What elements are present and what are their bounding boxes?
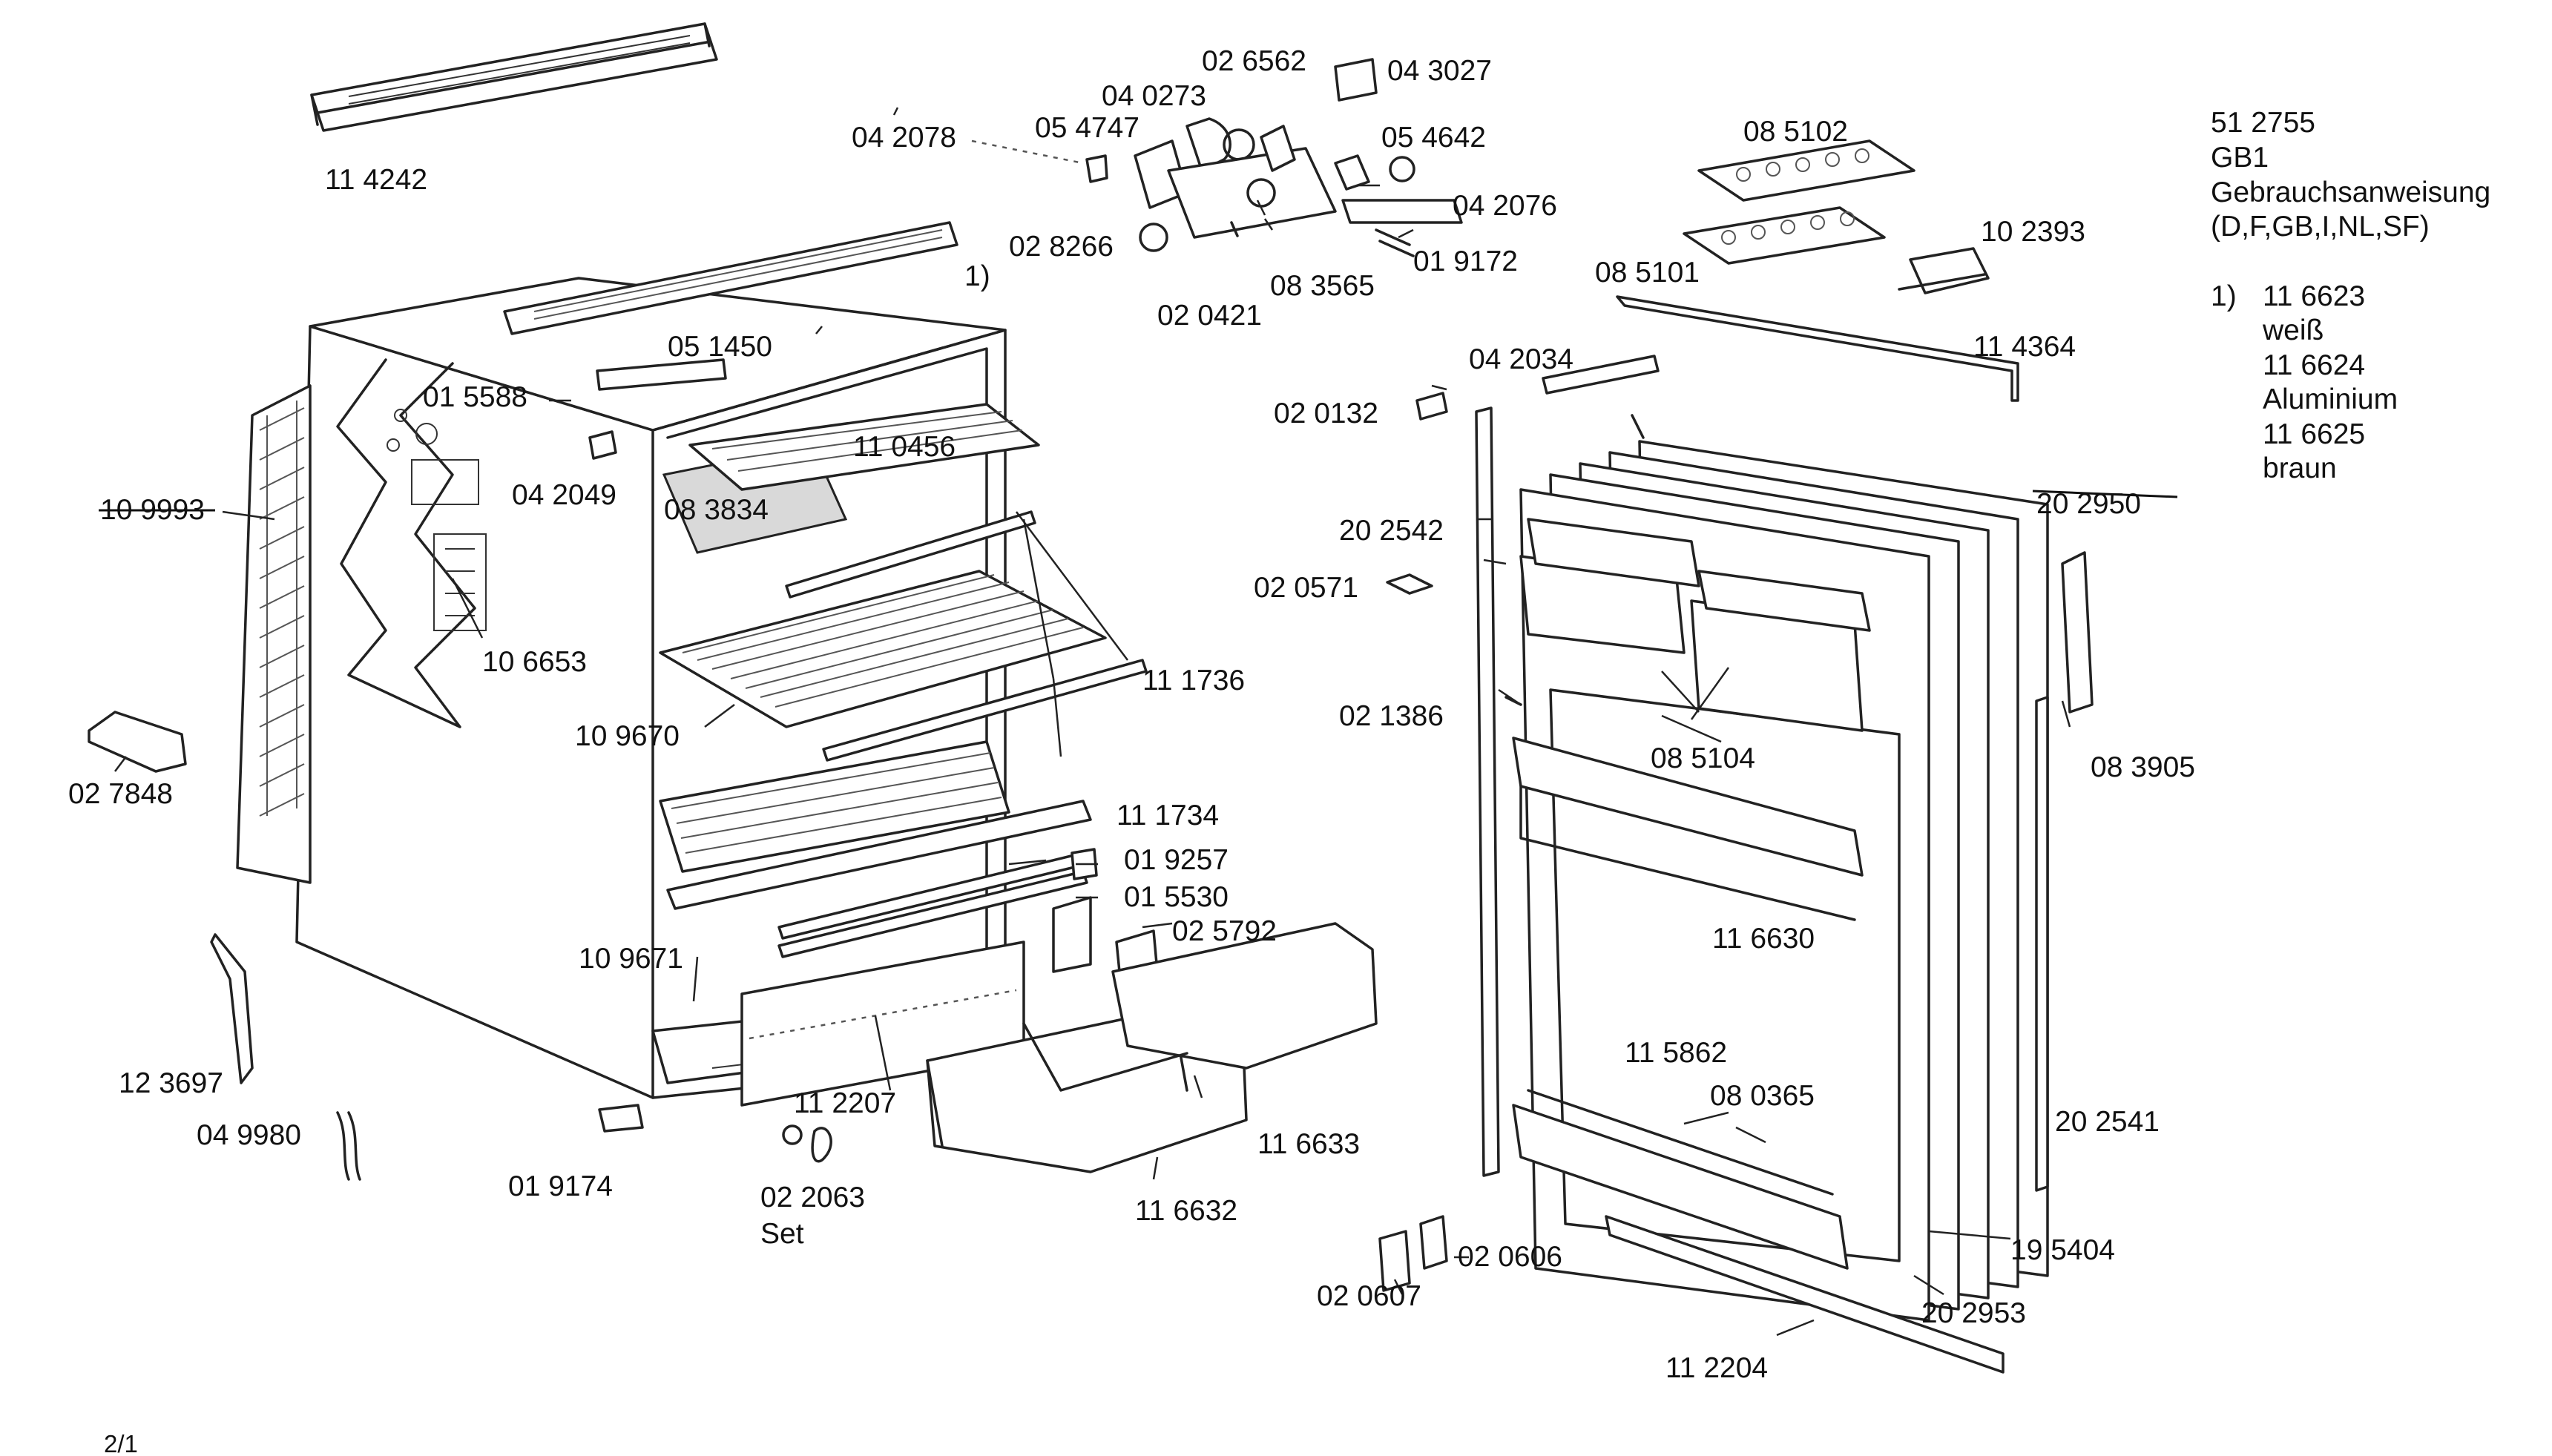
info-variant-color-1: weiß: [2262, 314, 2324, 346]
label-08-3905: 08 3905: [2091, 751, 2195, 783]
info-note-marker: 1): [2211, 280, 2237, 312]
label-02-7848: 02 7848: [68, 778, 173, 810]
label-note-1: 1): [964, 260, 990, 292]
label-05-4747: 05 4747: [1035, 112, 1139, 144]
thermostat-assembly-drawing: [971, 58, 1463, 257]
info-variant-code-3: 11 6625: [2263, 418, 2365, 450]
label-02-8266: 02 8266: [1009, 231, 1114, 263]
door-small-parts-drawing: [1378, 392, 1522, 1292]
info-manual: Gebrauchsanweisung: [2211, 177, 2490, 208]
label-11-6632: 11 6632: [1135, 1195, 1237, 1227]
label-01-9174: 01 9174: [508, 1170, 613, 1202]
label-02-0606: 02 0606: [1458, 1241, 1562, 1273]
label-10-9670: 10 9670: [575, 720, 680, 752]
label-20-2542: 20 2542: [1339, 515, 1444, 547]
label-08-5101: 08 5101: [1595, 257, 1700, 289]
label-12-3697: 12 3697: [119, 1067, 223, 1099]
label-02-0421: 02 0421: [1157, 300, 1262, 332]
label-19-5404: 19 5404: [2010, 1234, 2115, 1266]
label-11-0456: 11 0456: [853, 431, 956, 463]
door-accessories-drawing: [1542, 139, 2019, 439]
door-body-drawing: [1475, 406, 2094, 1374]
label-11-5862: 11 5862: [1625, 1037, 1727, 1069]
crisper-drawers-drawing: [926, 922, 1378, 1173]
strike-20-2950: [2032, 490, 2178, 498]
label-04-2049: 04 2049: [512, 479, 616, 511]
label-11-4242: 11 4242: [325, 164, 427, 196]
part-number-labels: 11 4242 1) 05 1450 01 5588 04 2049 11 04…: [68, 45, 2195, 1384]
label-05-1450: 05 1450: [668, 331, 772, 363]
label-04-2076: 04 2076: [1453, 190, 1557, 222]
info-variant-color-3: braun: [2263, 452, 2337, 484]
label-08-3834: 08 3834: [664, 494, 769, 526]
label-01-9172: 01 9172: [1413, 246, 1518, 277]
label-05-4642: 05 4642: [1381, 122, 1486, 154]
label-11-4364: 11 4364: [1973, 331, 2076, 363]
label-set: Set: [760, 1218, 804, 1250]
label-02-2063: 02 2063: [760, 1182, 865, 1213]
label-08-3565: 08 3565: [1270, 270, 1375, 302]
label-04-2078: 04 2078: [852, 122, 956, 154]
label-11-6633: 11 6633: [1257, 1128, 1360, 1160]
info-languages: (D,F,GB,I,NL,SF): [2211, 211, 2430, 243]
top-rail-drawing: [310, 22, 718, 132]
label-04-3027: 04 3027: [1387, 55, 1492, 87]
label-08-5102: 08 5102: [1743, 116, 1848, 148]
label-10-2393: 10 2393: [1981, 216, 2085, 248]
label-02-1386: 02 1386: [1339, 700, 1444, 732]
label-01-5588: 01 5588: [423, 381, 527, 413]
label-02-5792: 02 5792: [1172, 915, 1277, 947]
label-11-2204: 11 2204: [1665, 1352, 1768, 1384]
condenser-drawing: [236, 384, 312, 884]
label-11-2207: 11 2207: [794, 1087, 896, 1119]
label-11-1736: 11 1736: [1142, 665, 1245, 696]
leader-lines: [114, 107, 2071, 1337]
label-02-0571: 02 0571: [1254, 572, 1358, 604]
info-block: 51 2755 GB1 Gebrauchsanweisung (D,F,GB,I…: [2211, 107, 2490, 484]
page-number: 2/1: [104, 1430, 138, 1456]
label-02-0132: 02 0132: [1274, 398, 1378, 429]
label-04-9980: 04 9980: [197, 1119, 301, 1151]
cabinet-body-drawing: [295, 277, 1148, 1133]
label-08-5104: 08 5104: [1651, 742, 1755, 774]
info-variant-code-1: 11 6623: [2263, 280, 2365, 312]
label-02-6562: 02 6562: [1202, 45, 1306, 77]
label-20-2953: 20 2953: [1921, 1297, 2026, 1329]
label-02-0607: 02 0607: [1317, 1280, 1421, 1312]
label-08-0365: 08 0365: [1710, 1080, 1815, 1112]
label-11-1734: 11 1734: [1116, 800, 1219, 831]
label-04-0273: 04 0273: [1102, 80, 1206, 112]
info-variant-color-2: Aluminium: [2263, 383, 2398, 415]
label-20-2541: 20 2541: [2055, 1106, 2160, 1138]
info-variant-code-2: 11 6624: [2263, 349, 2365, 381]
info-model: GB1: [2211, 142, 2269, 174]
label-01-9257: 01 9257: [1124, 844, 1229, 876]
info-code: 51 2755: [2211, 107, 2315, 139]
label-01-5530: 01 5530: [1124, 881, 1229, 913]
label-10-6653: 10 6653: [482, 646, 587, 678]
label-04-2034: 04 2034: [1469, 343, 1573, 375]
label-11-6630: 11 6630: [1712, 923, 1815, 955]
label-10-9671: 10 9671: [579, 943, 683, 975]
